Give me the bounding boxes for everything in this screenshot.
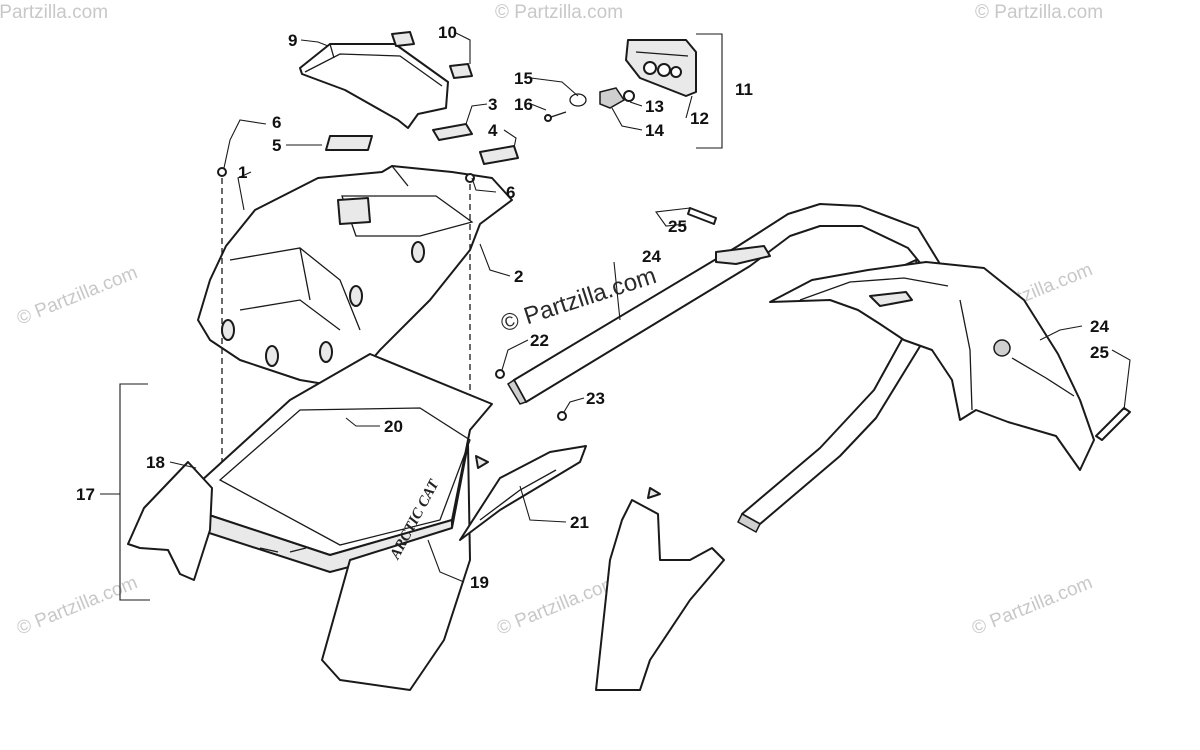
rear-flap (769, 261, 1095, 471)
rear-bumper-bar (506, 203, 941, 534)
callout-3: 3 (488, 95, 497, 114)
callout-18: 20 (384, 417, 403, 436)
callout-25: 25 (1090, 343, 1109, 362)
watermark-tile: © Partzilla.com (14, 572, 141, 639)
callout-5: 5 (272, 136, 281, 155)
decals (325, 123, 519, 165)
watermark-tile: © Partzilla.com (975, 2, 1103, 23)
callout-12: 14 (645, 121, 664, 140)
callout-17: 19 (470, 573, 489, 592)
watermark-tile: © Partzilla.com (14, 262, 141, 329)
leader-lines (100, 31, 1131, 601)
lower-tray (199, 353, 493, 573)
fasteners (495, 207, 1131, 441)
callout-20: 22 (530, 331, 549, 350)
callout-22: 24 (642, 247, 661, 266)
callout-14: 16 (514, 95, 533, 114)
callout-21: 23 (586, 389, 605, 408)
left-side-panel (127, 461, 213, 581)
callout-11: 13 (645, 97, 664, 116)
callout-labels: 9 10 3 4 6 5 1 6 2 15 16 13 14 12 11 17 … (76, 23, 1109, 592)
callout-23: 25 (668, 217, 687, 236)
callout-8: 10 (438, 23, 457, 42)
callout-9: 11 (735, 80, 753, 99)
callout-6-left: 6 (272, 113, 281, 132)
watermark-tile: © Partzilla.com (495, 2, 623, 23)
callout-24: 24 (1090, 317, 1109, 336)
side-trim-pieces (459, 445, 725, 691)
callout-19: 21 (570, 513, 589, 532)
callout-16: 18 (146, 453, 165, 472)
callout-6-right: 6 (506, 183, 515, 202)
storage-cover (299, 43, 449, 129)
callout-7: 9 (288, 31, 297, 50)
callout-10: 12 (690, 109, 709, 128)
latch-clips (391, 31, 473, 79)
watermark-tile: © Partzilla.com (0, 2, 108, 23)
callout-13: 15 (514, 69, 533, 88)
watermark-tile: © Partzilla.com (969, 572, 1096, 639)
callout-1: 1 (238, 163, 247, 182)
callout-15: 17 (76, 485, 95, 504)
callout-4: 4 (488, 121, 498, 140)
storage-upper-housing (197, 165, 513, 389)
callout-2: 2 (514, 267, 523, 286)
tail-light-assembly (544, 33, 723, 149)
